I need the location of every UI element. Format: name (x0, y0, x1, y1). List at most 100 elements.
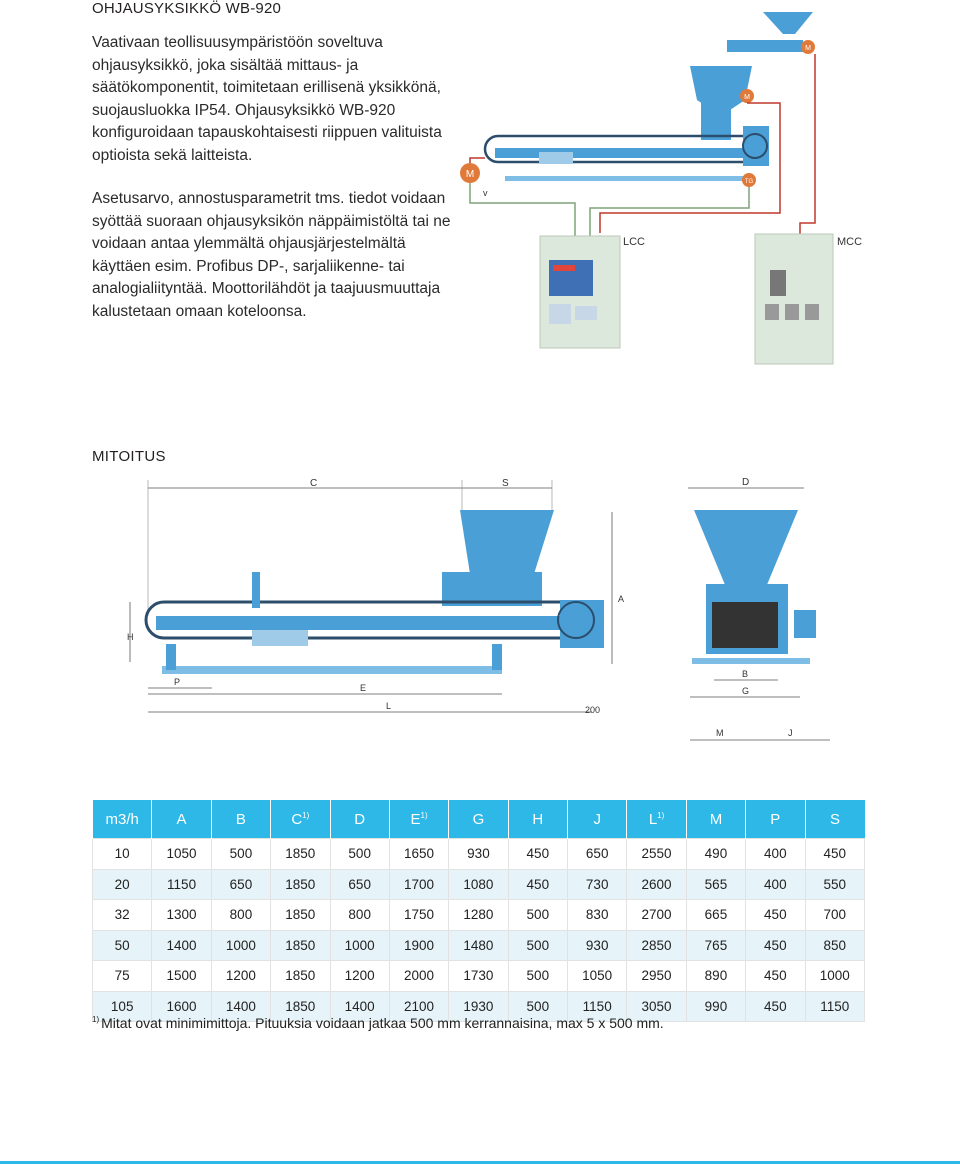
table-cell: 32 (91, 899, 153, 931)
table-cell: 1500 (151, 960, 212, 992)
label-m: M (716, 728, 724, 738)
side-leg-1 (166, 644, 176, 670)
table-cell: 450 (507, 838, 569, 870)
table-cell: 400 (745, 838, 806, 870)
label-a: A (618, 594, 624, 604)
table-cell: 800 (329, 899, 390, 931)
col-header-s: S (804, 800, 865, 839)
drive-motor-icon (740, 89, 754, 103)
side-drive-pulley (557, 601, 595, 639)
table-cell: 1480 (448, 929, 509, 961)
table-cell: 1900 (388, 929, 450, 961)
hopper-outlet (701, 100, 731, 140)
screw-motor (801, 40, 815, 54)
col-header-c: C1) (270, 800, 330, 839)
mcc-starter-2 (785, 304, 799, 320)
table-cell: 2550 (626, 838, 687, 870)
table-cell: 650 (329, 868, 390, 900)
table-cell: 1850 (270, 899, 331, 931)
motor-label: M (466, 169, 474, 180)
table-cell: 450 (745, 929, 806, 961)
table-cell: 2700 (626, 899, 687, 931)
col-header-capacity: m3/h (91, 800, 152, 839)
table-cell: 1150 (151, 868, 212, 900)
label-s: S (502, 478, 509, 489)
table-cell: 1400 (329, 990, 390, 1022)
table-cell: 1850 (270, 868, 331, 900)
intro-paragraph-1: Vaativaan teollisuusympäristöön soveltuv… (92, 34, 442, 164)
table-cell: 1050 (151, 838, 212, 870)
col-header-j: J (566, 800, 627, 839)
table-cell: 2000 (388, 960, 450, 992)
col-header-p: P (745, 800, 805, 839)
table-cell: 20 (91, 868, 153, 900)
table-cell: 1930 (448, 990, 509, 1022)
table-cell: 1850 (270, 990, 331, 1022)
lcc-display-readout (553, 265, 575, 271)
label-c: C (310, 478, 317, 489)
table-cell: 730 (566, 868, 628, 900)
end-view-drawing: D B G M J (688, 477, 830, 741)
table-cell: 1700 (388, 868, 450, 900)
footnote-marker: 1) (92, 1015, 100, 1024)
table-cell: 2600 (626, 868, 687, 900)
label-b: B (742, 669, 748, 679)
speed-motor-icon (460, 163, 480, 183)
side-leg-2 (492, 644, 502, 670)
table-cell: 1050 (566, 960, 628, 992)
footnote-text: Mitat ovat minimimittoja. Pituuksia void… (101, 1015, 664, 1031)
screw-feeder (727, 40, 803, 52)
drive-pulley (742, 133, 768, 159)
conveyor-frame (495, 148, 755, 158)
table-cell: 450 (745, 990, 806, 1022)
table-cell: 800 (210, 899, 272, 931)
side-view-drawing: C S H A P E L 200 (127, 478, 624, 715)
table-cell: 500 (507, 929, 569, 961)
col-header-l: L1) (626, 800, 687, 839)
table-cell: 3050 (626, 990, 687, 1022)
lcc-component-2 (575, 306, 597, 320)
table-cell: 400 (745, 868, 806, 900)
label-d: D (742, 477, 749, 488)
load-cell (539, 152, 573, 164)
table-cell: 10 (91, 838, 153, 870)
label-e: E (360, 683, 366, 693)
mcc-label: MCC (837, 236, 862, 248)
screw-motor-label: M (805, 45, 811, 52)
table-cell: 1200 (210, 960, 272, 992)
col-header-b: B (210, 800, 271, 839)
mcc-inverter (770, 270, 786, 296)
table-cell: 850 (804, 929, 865, 961)
table-cell: 75 (91, 960, 153, 992)
label-l: L (386, 701, 391, 711)
table-cell: 1150 (804, 990, 865, 1022)
dimensions-title: MITOITUS (92, 448, 166, 465)
table-cell: 930 (448, 838, 509, 870)
table-cell: 1000 (804, 960, 865, 992)
label-h: H (127, 632, 134, 642)
table-cell: 765 (685, 929, 747, 961)
wire-red-2 (599, 102, 781, 233)
table-cell: 500 (507, 960, 569, 992)
table-cell: 450 (804, 838, 865, 870)
col-header-h: H (507, 800, 568, 839)
wire-red-1 (469, 157, 485, 163)
top-hopper (763, 12, 813, 34)
side-drive (560, 600, 604, 648)
table-cell: 1400 (210, 990, 272, 1022)
side-frame (156, 616, 576, 630)
table-cell: 565 (685, 868, 747, 900)
col-header-m: M (685, 800, 746, 839)
drive-motor-label: M (744, 94, 750, 101)
table-cell: 1850 (270, 960, 331, 992)
col-header-a: A (151, 800, 212, 839)
side-load-cell (252, 630, 308, 646)
table-cell: 1730 (448, 960, 509, 992)
table-cell: 500 (507, 990, 569, 1022)
table-cell: 1200 (329, 960, 390, 992)
table-cell: 1000 (210, 929, 272, 961)
